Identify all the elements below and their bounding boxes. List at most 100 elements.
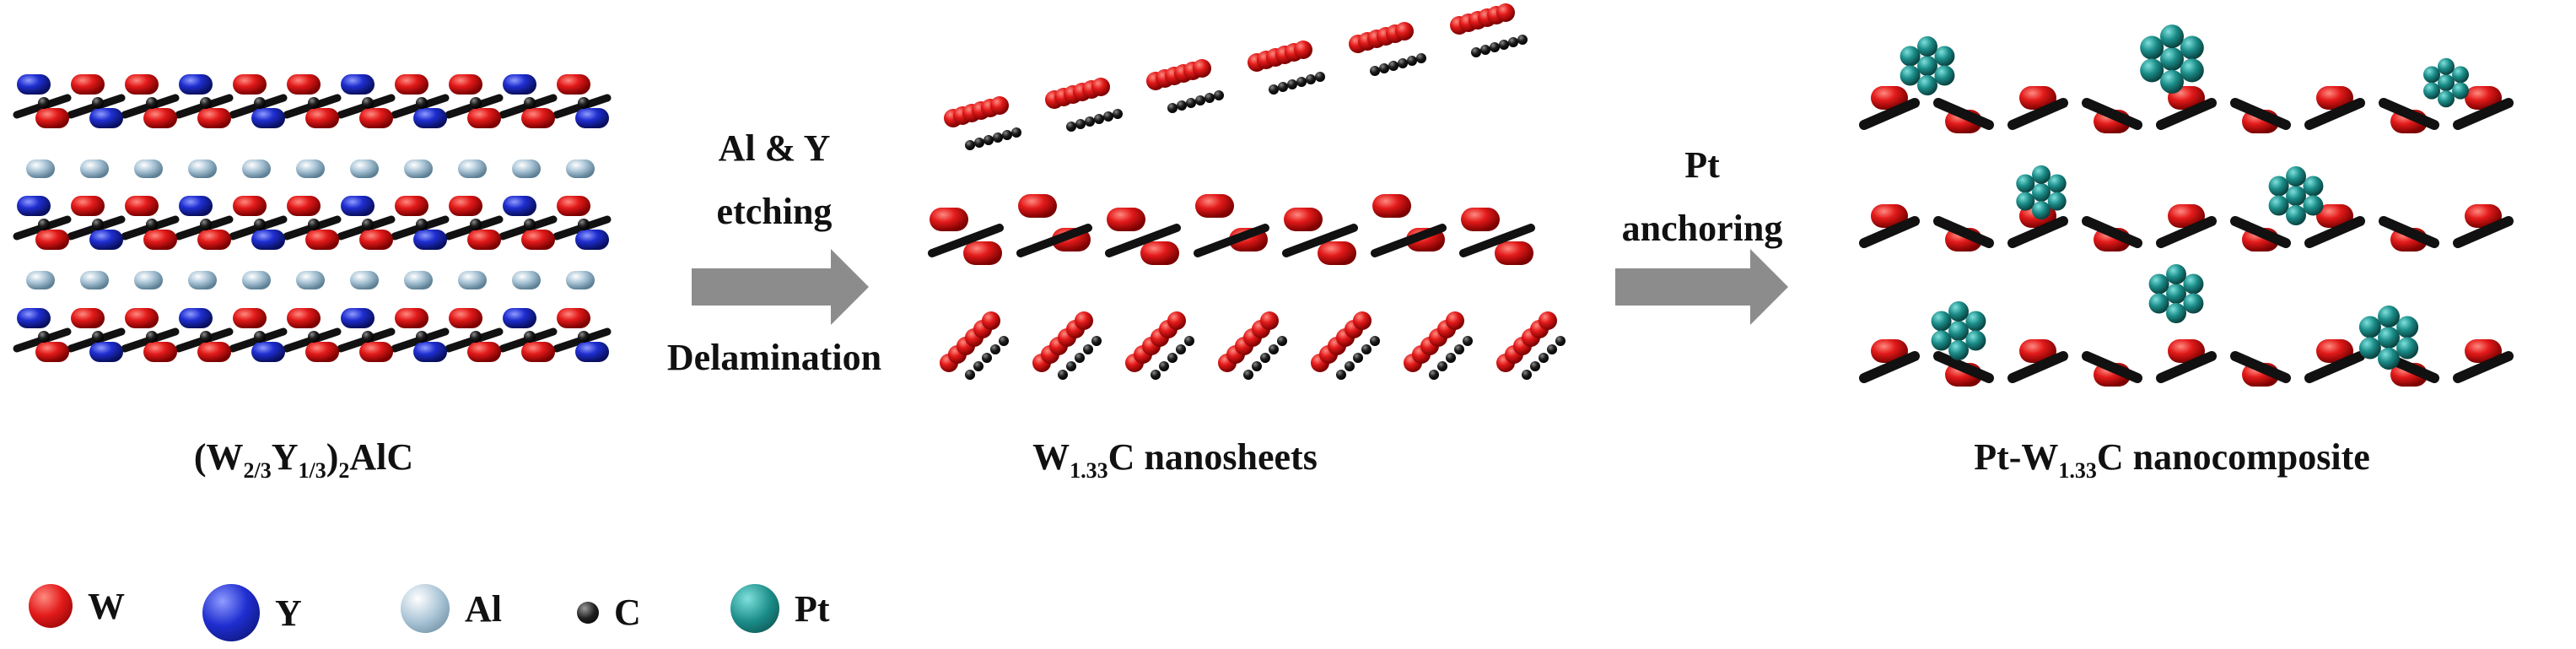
w-atom <box>125 74 159 95</box>
w-atom <box>143 108 177 128</box>
w-atom <box>71 74 105 95</box>
y-atom <box>89 108 123 128</box>
pt-atom <box>1948 321 1969 341</box>
step-2-line-1: Pt <box>1684 143 1720 187</box>
c-atom <box>578 97 590 109</box>
pt-atom <box>2166 264 2186 284</box>
w-atom <box>963 241 1002 265</box>
c-atom <box>1058 370 1068 380</box>
al-atom <box>134 271 163 289</box>
c-atom <box>1446 353 1456 363</box>
pt-atom <box>2378 306 2400 327</box>
pt-w133c-nanocomposite-structure <box>1864 24 2509 387</box>
w-atom <box>1167 311 1186 330</box>
pt-atom <box>1900 66 1921 86</box>
w-atom <box>1091 78 1110 96</box>
c-atom <box>1471 47 1481 57</box>
al-atom <box>26 160 55 178</box>
w-atom <box>467 230 501 250</box>
pt-atom <box>1948 340 1969 360</box>
w-atom <box>305 342 339 362</box>
y-atom <box>251 108 285 128</box>
legend-item-y: Y <box>202 584 302 641</box>
process-arrow-2 <box>1615 249 1788 325</box>
c-atom <box>1204 93 1215 103</box>
w-atom <box>1018 194 1057 218</box>
c-atom <box>1361 344 1372 354</box>
red-sphere-icon <box>29 584 73 628</box>
c-atom <box>362 219 374 230</box>
pt-atom <box>2016 192 2034 211</box>
w-atom <box>1318 241 1356 265</box>
w-atom <box>395 196 428 216</box>
c-atom <box>1429 370 1439 380</box>
y-atom <box>341 196 375 216</box>
w-atom <box>1260 311 1279 330</box>
w-atom <box>359 230 393 250</box>
y-atom <box>17 74 51 95</box>
c-atom <box>1345 361 1355 371</box>
y-atom <box>251 230 285 250</box>
c-atom <box>92 219 104 230</box>
w-atom <box>395 74 428 95</box>
w-atom <box>197 230 231 250</box>
y-atom <box>575 230 609 250</box>
y-atom <box>179 196 213 216</box>
w-atom <box>359 108 393 128</box>
w-atom <box>1446 311 1464 330</box>
c-atom <box>1315 72 1325 82</box>
c-atom <box>1243 370 1253 380</box>
c-atom <box>578 331 590 343</box>
pt-atom <box>1965 331 1986 351</box>
pt-atom <box>1900 46 1921 66</box>
c-atom <box>1184 336 1194 346</box>
c-atom <box>1296 77 1307 87</box>
w-atom <box>1353 311 1372 330</box>
pt-atom <box>2303 196 2323 216</box>
pt-atom <box>2183 294 2203 314</box>
pt-atom <box>2378 327 2400 349</box>
al-atom <box>188 271 217 289</box>
y-atom <box>413 108 447 128</box>
w-atom <box>395 308 428 328</box>
w-atom <box>521 230 555 250</box>
c-atom <box>1176 344 1186 354</box>
y-atom <box>179 74 213 95</box>
c-atom <box>1260 353 1270 363</box>
w-atom <box>1284 208 1323 231</box>
c-atom <box>1151 370 1161 380</box>
w-atom <box>557 308 590 328</box>
c-atom <box>1278 82 1288 92</box>
pt-atom <box>2423 66 2440 83</box>
c-atom <box>1195 95 1205 105</box>
y-atom <box>575 342 609 362</box>
pt-atom <box>2032 201 2051 219</box>
y-atom <box>413 342 447 362</box>
c-atom <box>38 331 50 343</box>
process-arrow-1 <box>692 249 869 325</box>
c-atom <box>1398 58 1408 68</box>
c-atom <box>1075 119 1086 129</box>
al-atom <box>296 271 325 289</box>
w-atom <box>287 308 321 328</box>
pt-atom <box>2140 36 2164 60</box>
w-atom <box>35 230 69 250</box>
w-atom <box>982 311 1000 330</box>
c-atom <box>974 138 984 148</box>
w-atom <box>233 74 267 95</box>
pt-atom <box>2359 316 2381 338</box>
c-atom <box>308 331 320 343</box>
c-atom <box>254 97 266 109</box>
step-1-line-1: Al & Y <box>719 127 831 170</box>
al-atom <box>242 160 271 178</box>
c-atom <box>1555 336 1566 346</box>
legend-item-w: W <box>29 584 125 628</box>
pt-atom <box>2016 174 2034 192</box>
black-small-sphere-icon <box>577 602 599 624</box>
w-atom <box>1195 194 1234 218</box>
pt-atom <box>2438 90 2455 107</box>
c-atom <box>416 219 428 230</box>
w-atom <box>287 196 321 216</box>
c-atom <box>1499 40 1509 50</box>
c-atom <box>1416 53 1426 63</box>
